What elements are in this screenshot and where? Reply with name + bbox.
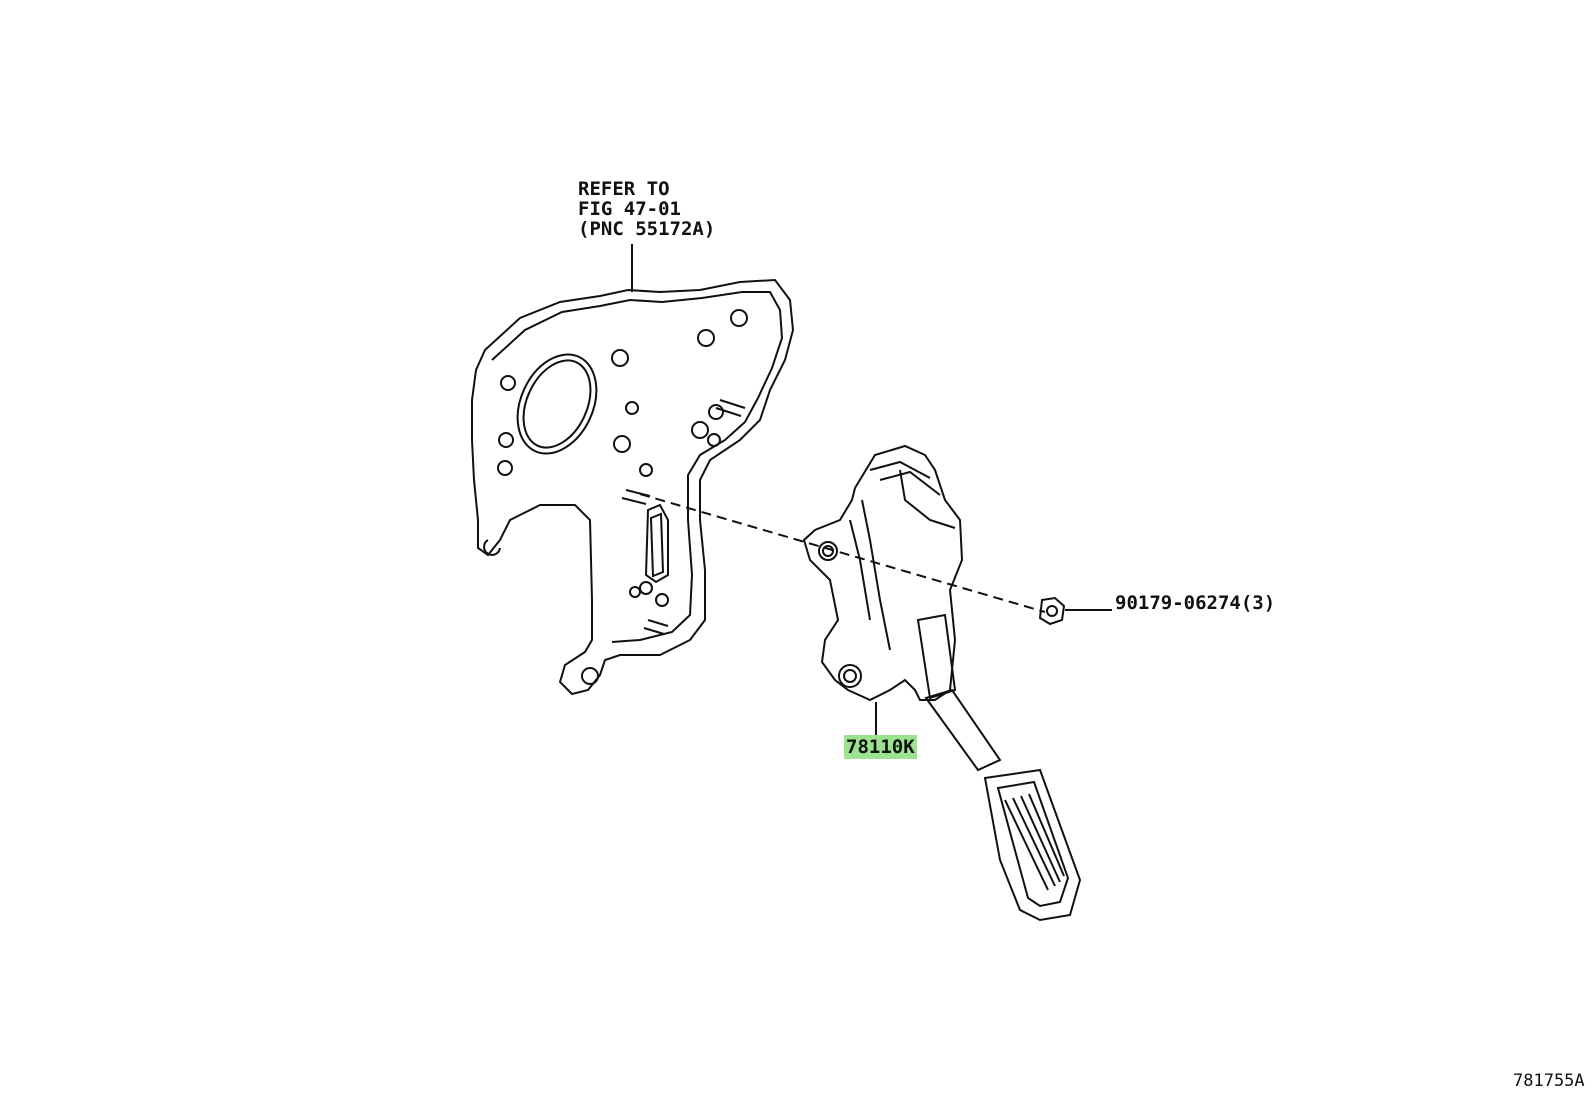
pedal-part-number-link[interactable]: 78110K xyxy=(844,735,917,759)
refer-pnc-line: (PNC 55172A) xyxy=(578,218,716,240)
refer-to-callout: REFER TO FIG 47-01 (PNC 55172A) xyxy=(578,180,715,240)
refer-fig-line: FIG 47-01 xyxy=(578,198,681,220)
nut-part-number-link[interactable]: 90179-06274(3) xyxy=(1115,592,1276,614)
highlighted-part-number[interactable]: 78110K xyxy=(844,735,917,759)
diagram-id: 781755A xyxy=(1513,1071,1585,1091)
pedal-bracket xyxy=(471,278,795,696)
assembly-dashed-line xyxy=(639,493,1046,613)
refer-to-line: REFER TO xyxy=(578,178,670,200)
flange-nut xyxy=(1038,596,1112,626)
accelerator-pedal-assembly xyxy=(802,444,1082,922)
